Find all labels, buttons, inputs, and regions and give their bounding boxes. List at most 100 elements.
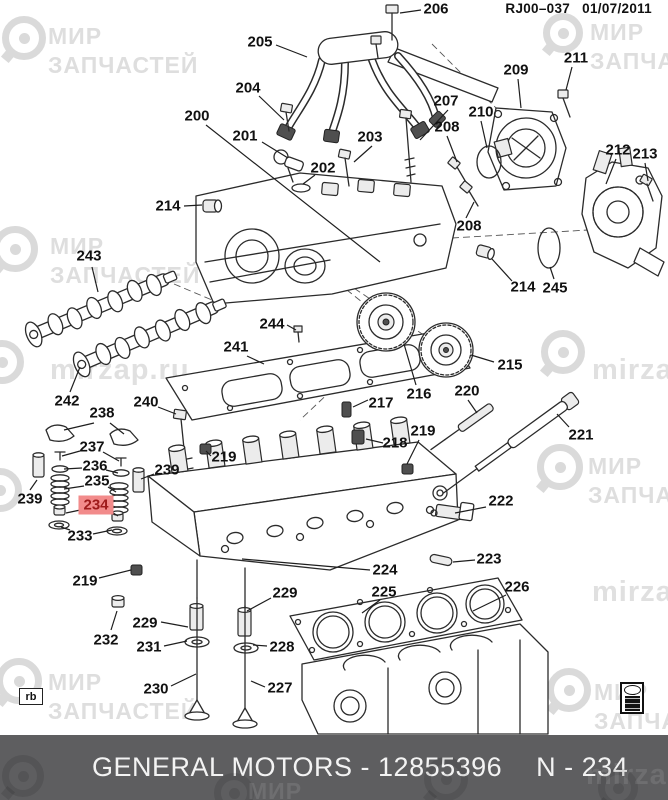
callout-203: 203	[357, 128, 383, 146]
bolt-211	[557, 89, 571, 118]
callout-243: 243	[76, 247, 102, 265]
drawing-reference: RJ00–037 01/07/2011	[497, 1, 652, 16]
watermark-pin-logo	[2, 16, 46, 60]
valve-components	[184, 559, 259, 729]
sensor-222	[430, 501, 475, 522]
callout-208: 208	[434, 118, 460, 136]
callout-239: 239	[154, 461, 180, 479]
callout-213: 213	[632, 145, 658, 163]
bolt-213	[639, 173, 654, 202]
engine-block	[301, 623, 549, 735]
callout-235: 235	[84, 472, 110, 490]
callout-202: 202	[310, 159, 336, 177]
o-ring-245	[537, 227, 561, 269]
watermark-pin-logo	[537, 444, 583, 490]
callout-219: 219	[410, 422, 436, 440]
rocker-arms-238	[45, 424, 139, 446]
watermark-brand-text: МИР	[248, 778, 303, 800]
callout-206: 206	[423, 0, 449, 18]
callout-200: 200	[184, 107, 210, 125]
callout-234: 234	[78, 495, 114, 515]
rb-corner-mark: rb	[19, 688, 43, 705]
camshaft-housing	[195, 172, 457, 305]
callout-217: 217	[368, 394, 394, 412]
wiring-harness	[276, 31, 499, 144]
callout-227: 227	[267, 679, 293, 697]
callout-223: 223	[476, 550, 502, 568]
callout-211: 211	[563, 49, 589, 67]
callout-205: 205	[247, 33, 273, 51]
cylinder-head	[147, 416, 459, 571]
callout-239: 239	[17, 490, 43, 508]
callout-232: 232	[93, 631, 119, 649]
watermark-pin-logo	[541, 330, 585, 374]
vacuum-pump	[487, 107, 567, 191]
head-gasket	[289, 577, 523, 661]
callout-229: 229	[132, 614, 158, 632]
watermark-pin-logo	[0, 340, 24, 384]
callout-233: 233	[67, 527, 93, 545]
watermark-pin-logo	[547, 668, 591, 712]
bolt-203	[337, 148, 352, 187]
cap-218	[351, 429, 365, 445]
watermark-site-text: mirzap.ru	[586, 759, 668, 791]
callout-240: 240	[133, 393, 159, 411]
o-ring-210	[476, 145, 502, 179]
watermark-pin-logo	[2, 755, 44, 797]
callout-201: 201	[232, 127, 258, 145]
callout-222: 222	[488, 492, 514, 510]
bracket-bolt	[370, 35, 382, 59]
callout-226: 226	[504, 578, 530, 596]
watermark-pin-logo	[0, 468, 22, 512]
dowel-pin-223	[429, 553, 453, 567]
callout-237: 237	[79, 438, 105, 456]
callout-210: 210	[468, 103, 494, 121]
callout-220: 220	[454, 382, 480, 400]
stamp-text-block	[624, 696, 640, 711]
watermark-pin-logo	[214, 773, 254, 800]
camshaft-intake	[72, 298, 227, 378]
callout-216: 216	[406, 385, 432, 403]
callout-209: 209	[503, 61, 529, 79]
callout-214: 214	[510, 278, 536, 296]
footer-bar: МИР mirzap.ru GENERAL MOTORS - 12855396 …	[0, 735, 668, 800]
watermark-pin-logo	[598, 768, 638, 800]
callout-242: 242	[54, 392, 80, 410]
glow-plug-220	[430, 403, 494, 451]
injector-221	[442, 391, 580, 494]
callout-230: 230	[143, 680, 169, 698]
callout-219: 219	[211, 448, 237, 466]
lash-adjusters-239	[32, 452, 145, 608]
stamp-oval	[623, 685, 641, 695]
callout-218: 218	[382, 434, 408, 452]
sealing-cap-214-left	[202, 199, 223, 213]
engine-exploded-diagram	[24, 4, 665, 735]
bolt-206	[385, 4, 399, 41]
stud-217	[341, 401, 352, 418]
callout-231: 231	[136, 638, 162, 656]
callout-208: 208	[456, 217, 482, 235]
doc-date: 01/07/2011	[582, 1, 652, 16]
callout-224: 224	[372, 561, 398, 579]
callout-204: 204	[235, 79, 261, 97]
callout-245: 245	[542, 279, 568, 297]
callout-244: 244	[259, 315, 285, 333]
catalog-stamp-icon	[620, 682, 644, 714]
watermark-site-text: mirzap.ru	[592, 354, 668, 386]
fuel-pump	[581, 146, 665, 277]
callout-229: 229	[272, 584, 298, 602]
camshaft-gear-216	[356, 292, 416, 352]
bolt-204	[279, 102, 294, 132]
watermark-pin-logo	[543, 13, 583, 53]
watermark-pin-logo	[424, 757, 468, 800]
callout-219: 219	[72, 572, 98, 590]
leader-lines	[29, 9, 649, 688]
callout-225: 225	[371, 583, 397, 601]
callout-214: 214	[155, 197, 181, 215]
doc-ref: RJ00–037	[505, 1, 571, 16]
